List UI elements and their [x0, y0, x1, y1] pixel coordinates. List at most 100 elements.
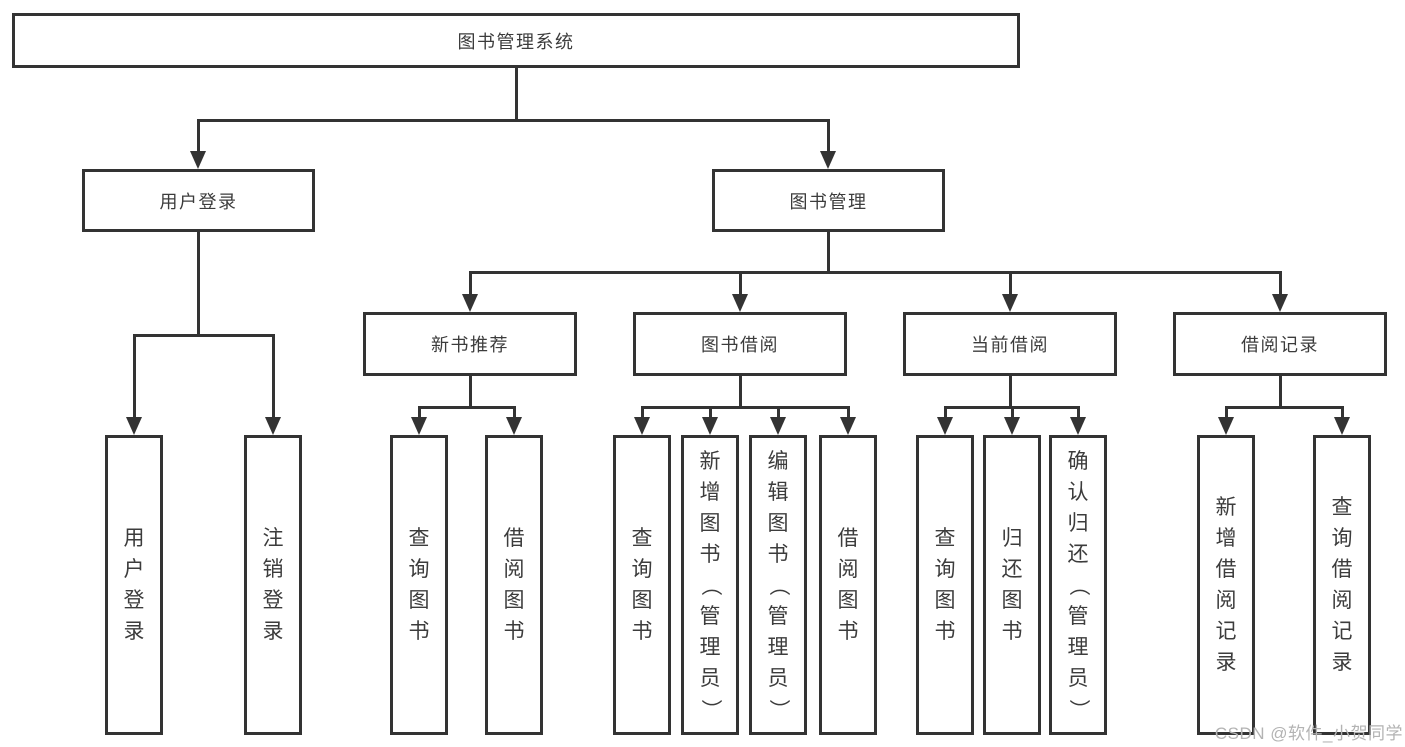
node-leaf-borrow-book-a: 借阅图书: [485, 435, 543, 735]
vertical-label-char: 书: [934, 620, 956, 643]
vertical-label-char: 确: [1067, 449, 1089, 473]
vertical-label-char: ）: [1066, 698, 1090, 720]
vertical-label-char: 记: [1215, 620, 1237, 643]
csdn-watermark: CSDN @软件_小贺同学: [1214, 724, 1403, 743]
connector-line: [417, 407, 421, 423]
node-current-borrow-label: 当前借阅: [971, 335, 1049, 355]
vertical-label-char: 图: [767, 511, 789, 535]
vertical-label-char: 借: [1215, 558, 1237, 581]
vertical-label-char: 图: [837, 589, 859, 612]
vertical-label-char: 员: [767, 666, 789, 690]
node-leaf-logout: 注销登录: [244, 435, 302, 735]
node-leaf-query-book-c: 查询图书: [916, 435, 974, 735]
node-leaf-query-book-b: 查询图书: [613, 435, 671, 735]
vertical-label-char: 录: [123, 620, 145, 643]
vertical-label-char: 户: [123, 558, 145, 581]
vertical-label-char: 书: [837, 620, 859, 643]
vertical-label-char: 销: [262, 558, 284, 581]
vertical-label-char: 增: [1215, 527, 1237, 550]
vertical-label-char: 查: [631, 527, 653, 550]
vertical-label-char: 借: [837, 527, 859, 550]
connector-line: [132, 335, 136, 423]
connector-line: [1008, 272, 1012, 300]
node-book-borrow: 图书借阅: [633, 312, 847, 376]
connector-line: [1224, 407, 1228, 423]
vertical-label-char: ）: [698, 698, 722, 720]
vertical-label-char: 阅: [503, 558, 525, 581]
arrow-down-icon: [1002, 294, 1018, 312]
arrow-down-icon: [1272, 294, 1288, 312]
vertical-label-char: 询: [934, 558, 956, 581]
connector-line: [738, 376, 742, 409]
vertical-label-char: 书: [1001, 620, 1023, 643]
connector-line: [468, 272, 472, 300]
arrow-down-icon: [462, 294, 478, 312]
connector-line: [738, 272, 742, 300]
vertical-label-char: （: [698, 574, 722, 596]
arrow-down-icon: [265, 417, 281, 435]
node-leaf-confirm-return-admin: 确认归还（管理员）: [1049, 435, 1107, 735]
arrow-down-icon: [840, 417, 856, 435]
node-leaf-user-login: 用户登录: [105, 435, 163, 735]
vertical-label-char: 录: [1215, 651, 1237, 674]
vertical-label-char: 图: [1001, 589, 1023, 612]
vertical-label-char: 员: [1067, 666, 1089, 690]
arrow-down-icon: [634, 417, 650, 435]
connector-line: [943, 407, 947, 423]
vertical-label-char: 理: [1067, 635, 1089, 659]
connector-line: [776, 407, 780, 423]
node-user-login-label: 用户登录: [159, 191, 238, 212]
connector-line: [271, 335, 275, 423]
connector-line: [1340, 407, 1344, 423]
arrow-down-icon: [190, 151, 206, 169]
node-new-book-recommend-label: 新书推荐: [431, 335, 509, 355]
connector-line: [512, 407, 516, 423]
node-new-book-recommend: 新书推荐: [363, 312, 577, 376]
vertical-label-char: 注: [262, 527, 284, 550]
vertical-label-char: 阅: [837, 558, 859, 581]
connector-line: [1278, 376, 1282, 409]
connector-line: [196, 118, 830, 122]
vertical-label-char: 还: [1001, 558, 1023, 581]
connector-line: [468, 270, 1282, 274]
vertical-label-char: 理: [699, 635, 721, 659]
vertical-label-char: 管: [767, 604, 789, 628]
arrow-down-icon: [1070, 417, 1086, 435]
vertical-label-char: 阅: [1331, 589, 1353, 612]
vertical-label-char: 录: [262, 620, 284, 643]
vertical-label-char: 询: [408, 558, 430, 581]
node-borrow-records: 借阅记录: [1173, 312, 1387, 376]
vertical-label-char: 用: [123, 527, 145, 550]
vertical-label-char: 录: [1331, 651, 1353, 674]
connector-line: [826, 232, 830, 274]
connector-line: [708, 407, 712, 423]
connector-line: [417, 405, 516, 409]
vertical-label-char: 归: [1001, 527, 1023, 550]
vertical-label-char: 书: [503, 620, 525, 643]
vertical-label-char: 管: [699, 604, 721, 628]
arrow-down-icon: [1218, 417, 1234, 435]
vertical-label-char: 图: [631, 589, 653, 612]
connector-line: [846, 407, 850, 423]
node-book-management-label: 图书管理: [789, 191, 868, 212]
vertical-label-char: 书: [631, 620, 653, 643]
arrow-down-icon: [770, 417, 786, 435]
vertical-label-char: 查: [934, 527, 956, 550]
arrow-down-icon: [126, 417, 142, 435]
node-leaf-add-borrow-record: 新增借阅记录: [1197, 435, 1255, 735]
vertical-label-char: 书: [699, 542, 721, 566]
connector-line: [1008, 376, 1012, 409]
vertical-label-char: 新: [1215, 496, 1237, 519]
node-root-label: 图书管理系统: [457, 31, 575, 52]
node-book-management: 图书管理: [712, 169, 945, 232]
node-current-borrow: 当前借阅: [903, 312, 1117, 376]
vertical-label-char: 管: [1067, 604, 1089, 628]
arrow-down-icon: [1334, 417, 1350, 435]
node-leaf-return-book: 归还图书: [983, 435, 1041, 735]
node-leaf-borrow-book-b: 借阅图书: [819, 435, 877, 735]
vertical-label-char: 登: [123, 589, 145, 612]
vertical-label-char: 理: [767, 635, 789, 659]
vertical-label-char: 查: [408, 527, 430, 550]
node-user-login: 用户登录: [82, 169, 315, 232]
node-leaf-edit-book-admin: 编辑图书（管理员）: [749, 435, 807, 735]
